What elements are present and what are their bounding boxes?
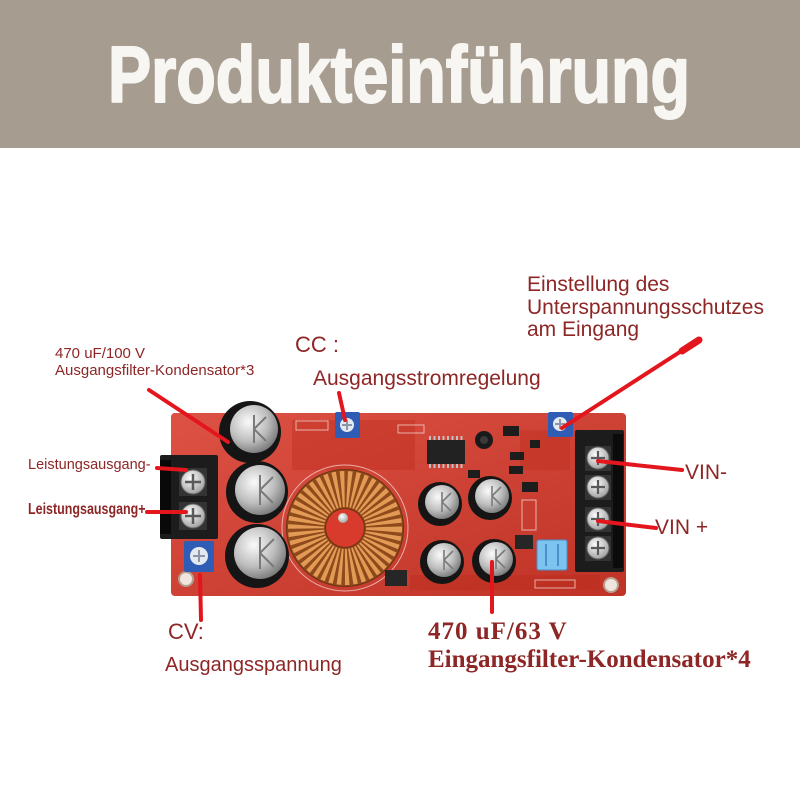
mounting-hole [178,571,194,587]
toroidal-inductor [286,469,404,587]
smd-component [530,440,540,448]
cv-description-label: Ausgangsspannung [165,654,342,676]
fuse-blades [545,544,559,566]
copper-pour [292,420,600,590]
silkscreen-outline [397,424,425,434]
smd-component [503,426,519,436]
capacitor-vent [259,537,275,569]
fuse-body [536,539,568,571]
cc-potentiometer [335,412,360,438]
inductor-hole [326,509,364,547]
silkscreen-outline [534,579,576,589]
title-canvas: Produkteinführung [107,29,691,120]
output-capacitor [226,461,288,523]
cv-potentiometer [184,541,214,572]
undervoltage-label-line: Einstellung des [527,273,670,296]
output-capacitor-spec: 470 uF/100 V [55,345,146,362]
vin-plus-label: VIN + [655,516,709,539]
silkscreen-outline [295,420,329,431]
screw-slot [591,541,605,555]
capacitor-vent [491,486,502,506]
wire-entry [160,460,171,534]
undervoltage-protection-label: Einstellung des Unterspannungsschutzes a… [527,273,764,342]
output-capacitor [219,401,281,463]
undervoltage-label-line: Unterspannungsschutzes [527,295,764,319]
smd-component [509,466,523,474]
capacitor-vent [441,492,452,512]
screw-slot [591,480,605,494]
callout-line-output-capacitor [147,388,230,444]
controller-ic [427,440,465,464]
input-capacitor [420,540,464,584]
inductor-winding-highlight [288,471,402,585]
mosfet [385,570,407,586]
wire-entry [613,434,623,568]
mounting-hole [603,577,619,593]
smd-inductor-center [480,436,488,444]
controller-area [385,426,540,586]
screw-slot [185,474,201,490]
input-capacitor [472,539,516,583]
callout-line-cv [198,573,203,622]
input-capacitor-description: Eingangsfilter-Kondensator*4 [428,646,751,673]
fuse [536,539,568,571]
screw-slot [555,419,565,429]
capacitor-vent [495,549,506,569]
inductor-mount-screw [338,513,348,523]
output-terminal-block [160,455,218,539]
input-capacitor [468,476,512,520]
output-minus-label: Leistungsausgang- [28,457,151,473]
callout-line-vin-minus [596,459,684,472]
vin-minus-label: VIN- [685,461,727,484]
callout-line-output-minus [155,466,188,472]
callout-line-undervoltage-head [678,336,703,355]
capacitor-vent [259,475,274,505]
silkscreen-outline [281,464,409,592]
silkscreen-outline [521,499,537,531]
page-title: Produkteinführung [108,30,690,119]
output-capacitor [225,524,289,588]
smd-component [522,482,538,492]
cc-title-label: CC : [295,332,339,357]
mosfet [515,535,533,549]
input-capacitor [418,482,462,526]
screw-slot [193,550,205,562]
capacitor-vent [253,415,267,443]
smd-component [510,452,524,460]
callout-line-undervoltage [560,337,702,430]
screw-slot [185,508,201,524]
title-banner: Produkteinführung [0,0,800,148]
input-terminal-block [575,430,624,572]
callout-lines [145,336,703,622]
cc-description-label: Ausgangsstromregelung [313,367,541,390]
callout-line-vin-plus [596,519,658,530]
undervoltage-label-line: am Eingang [527,318,640,341]
callout-line-cc [337,391,347,422]
screw-slot [342,420,352,430]
output-capacitor-description: Ausgangsfilter-Kondensator*3 [55,361,255,379]
output-capacitor-label: 470 uF/100 V Ausgangsfilter-Kondensator*… [55,345,255,379]
silkscreen [281,420,576,592]
output-plus-label: Leistungsausgang+ [28,502,179,518]
input-capacitor-spec: 470 uF/63 V [428,618,568,645]
smd-component [468,470,480,478]
capacitor-vent [443,550,454,570]
cv-title-label: CV: [168,619,204,644]
output-plus-text: Leistungsausgang+ [28,501,146,518]
